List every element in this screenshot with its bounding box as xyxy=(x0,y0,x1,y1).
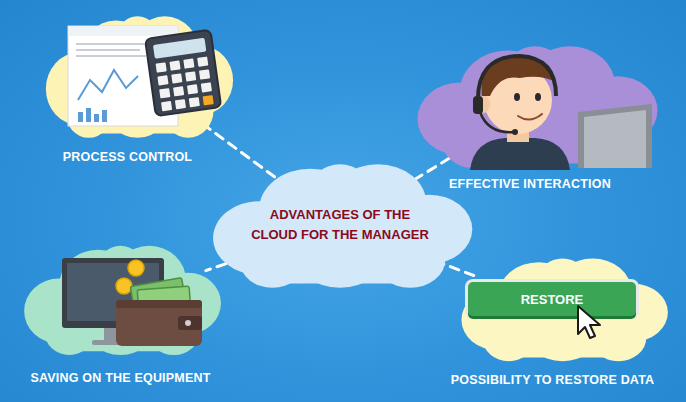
button-label: RESTORE xyxy=(521,292,584,307)
center-cloud: ADVANTAGES OF THE CLOUD FOR THE MANAGER xyxy=(205,160,475,290)
advantage-label: EFFECTIVE INTERACTION xyxy=(449,177,611,191)
process-cloud: PROCESS CONTROL xyxy=(40,12,235,140)
advantage-label: PROCESS CONTROL xyxy=(63,150,192,164)
advantage-label: POSSIBILITY TO RESTORE DATA xyxy=(451,373,655,387)
dashed-connector xyxy=(201,122,275,177)
advantage-label: SAVING ON THE EQUIPMENT xyxy=(30,371,210,385)
report-illustration xyxy=(68,26,178,126)
saving-cloud: SAVING ON THE EQUIPMENT xyxy=(18,242,223,357)
cloud-shape xyxy=(410,42,660,170)
calculator-illustration xyxy=(145,30,221,116)
restore-button: RESTORE xyxy=(468,282,636,316)
cloud-shape xyxy=(205,160,475,290)
restore-cloud: POSSIBILITY TO RESTORE DATARESTORE xyxy=(455,255,670,363)
center-title: ADVANTAGES OF THE CLOUD FOR THE MANAGER xyxy=(245,205,435,245)
cloud-shape xyxy=(18,242,223,357)
cloud-shape xyxy=(40,12,235,140)
money-illustration xyxy=(116,260,202,346)
computer-illustration xyxy=(62,258,164,345)
interaction-cloud: EFFECTIVE INTERACTION xyxy=(410,42,660,170)
cursor-illustration xyxy=(578,306,600,338)
monitor-illustration xyxy=(578,104,652,168)
operator-illustration xyxy=(470,56,570,170)
